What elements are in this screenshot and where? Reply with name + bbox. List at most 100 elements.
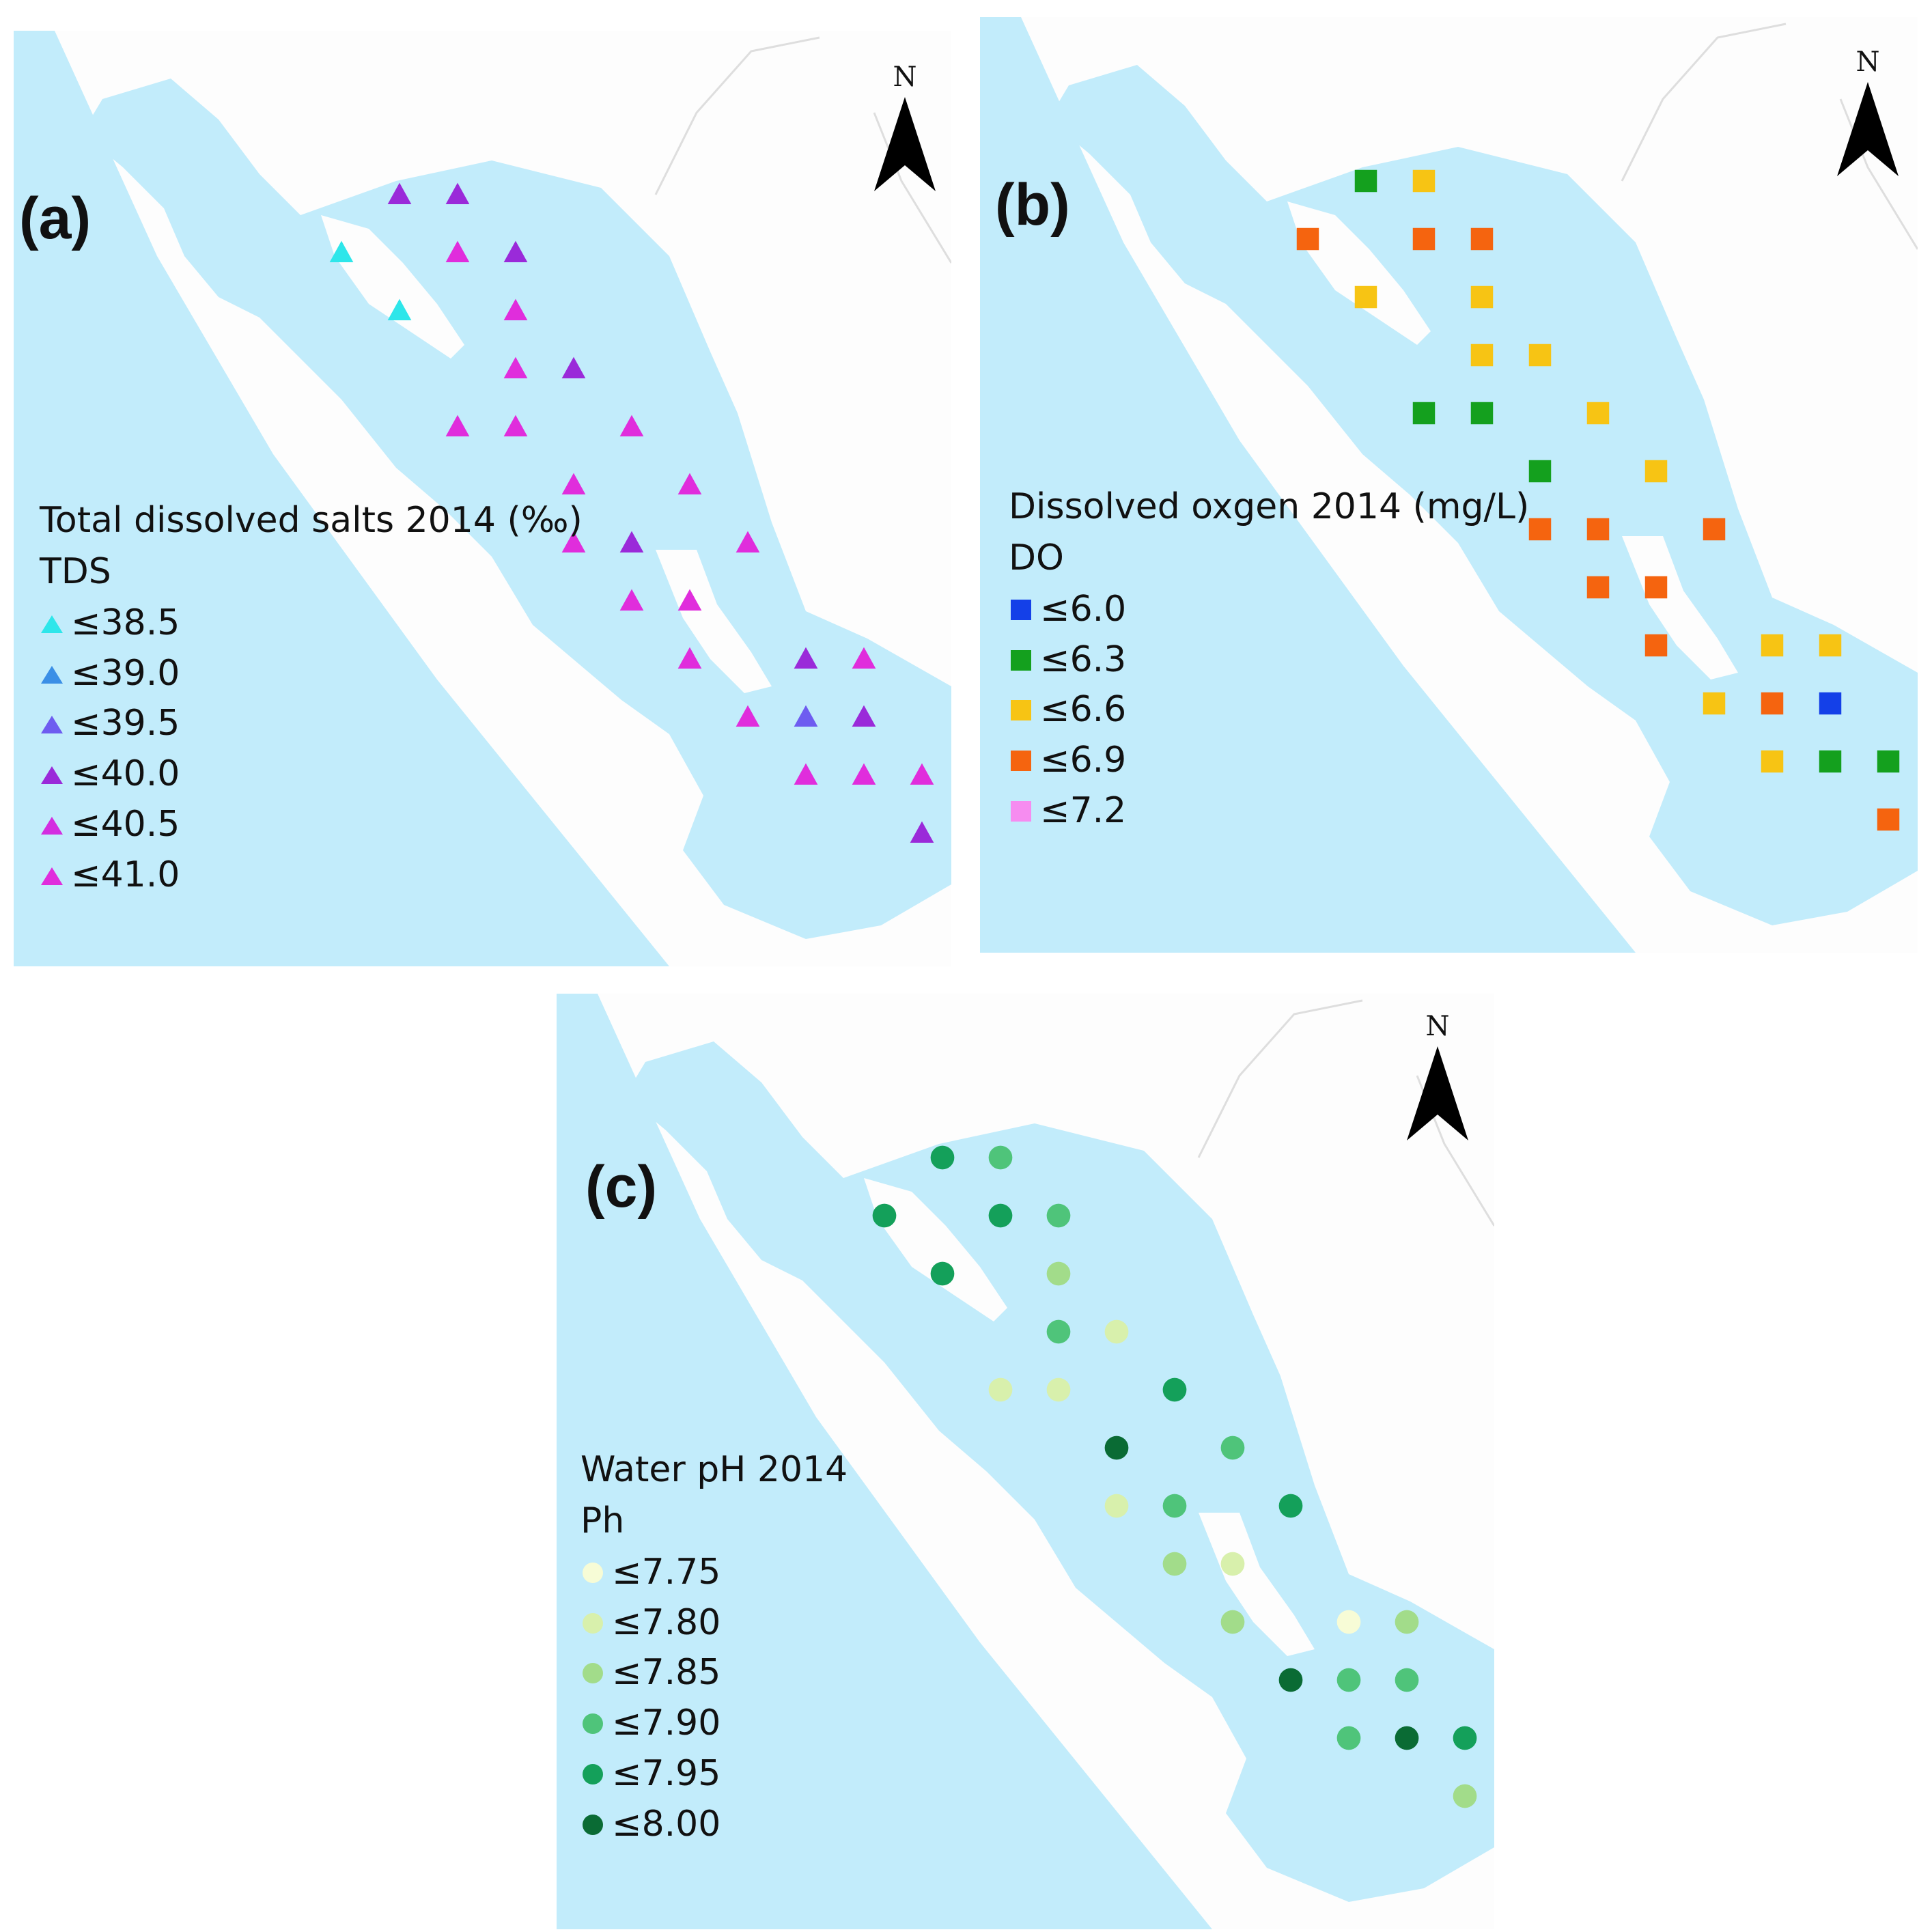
- site-marker: [503, 298, 528, 320]
- legend-item-label: ≤7.95: [612, 1753, 721, 1795]
- legend: Dissolved oxgen 2014 (mg/L) DO ≤6.0≤6.3≤…: [1009, 481, 1529, 837]
- site-marker: [1470, 285, 1494, 309]
- legend-item: ≤6.9: [1009, 736, 1529, 786]
- legend-item: ≤39.5: [40, 699, 583, 749]
- triangle-symbol-icon: [41, 615, 63, 633]
- legend-item-label: ≤7.2: [1040, 790, 1127, 832]
- legend-item: ≤7.85: [580, 1648, 848, 1698]
- site-markers: [329, 182, 934, 843]
- site-marker: [988, 1203, 1013, 1228]
- site-marker: [1336, 1610, 1361, 1634]
- site-marker: [1586, 518, 1610, 541]
- site-marker: [677, 647, 702, 669]
- island-south: [1199, 1513, 1315, 1656]
- site-marker: [1586, 576, 1610, 599]
- triangle-symbol-icon: [41, 766, 63, 785]
- site-marker: [1877, 750, 1900, 773]
- square-symbol-icon: [1011, 649, 1031, 671]
- site-marker: [619, 531, 644, 552]
- legend-item: ≤40.0: [40, 749, 583, 800]
- site-marker: [1453, 1726, 1477, 1750]
- legend-item: ≤39.0: [40, 649, 583, 699]
- north-arrow: N: [1400, 1011, 1475, 1140]
- legend-item-label: ≤7.85: [612, 1652, 721, 1694]
- north-arrow-icon: [1407, 1046, 1468, 1140]
- triangle-symbol-icon: [41, 817, 63, 835]
- legend-item: ≤7.2: [1009, 786, 1529, 837]
- site-marker: [329, 240, 354, 262]
- legend-item: ≤6.3: [1009, 635, 1529, 686]
- site-marker: [988, 1145, 1013, 1170]
- site-marker: [1278, 1494, 1303, 1518]
- panel-label: (b): [995, 172, 1070, 238]
- north-label: N: [1856, 46, 1880, 78]
- site-marker: [1104, 1494, 1129, 1518]
- site-marker: [910, 763, 934, 785]
- legend-item-label: ≤40.0: [71, 753, 180, 795]
- site-marker: [1220, 1436, 1245, 1460]
- site-marker: [1354, 169, 1377, 193]
- site-marker: [387, 182, 412, 204]
- site-marker: [445, 182, 470, 204]
- legend-item: ≤7.80: [580, 1598, 848, 1649]
- site-marker: [1819, 750, 1842, 773]
- site-marker: [872, 1203, 897, 1228]
- site-marker: [1278, 1668, 1303, 1692]
- road: [1621, 23, 1787, 182]
- road: [654, 36, 820, 195]
- site-marker: [1819, 692, 1842, 715]
- site-marker: [1046, 1377, 1071, 1402]
- site-marker: [1586, 402, 1610, 425]
- site-marker: [445, 240, 470, 262]
- site-marker: [1528, 518, 1552, 541]
- site-marker: [1336, 1726, 1361, 1750]
- site-marker: [1046, 1319, 1071, 1344]
- site-marker: [794, 763, 818, 785]
- site-marker: [1528, 460, 1552, 483]
- legend-item: ≤6.0: [1009, 585, 1529, 635]
- north-arrow-icon: [874, 97, 936, 191]
- site-marker: [1528, 344, 1552, 367]
- road: [873, 112, 951, 264]
- island-north: [1287, 201, 1431, 345]
- square-symbol-icon: [1011, 599, 1031, 620]
- site-marker: [930, 1145, 955, 1170]
- legend-item: ≤6.6: [1009, 685, 1529, 736]
- site-marker: [1395, 1610, 1419, 1634]
- north-label: N: [1425, 1011, 1450, 1042]
- site-marker: [1470, 402, 1494, 425]
- lagoon: [1048, 65, 1918, 925]
- site-marker: [1354, 285, 1377, 309]
- sea-west: [14, 31, 669, 966]
- site-marker: [1046, 1203, 1071, 1228]
- legend-title: Water pH 2014: [580, 1449, 848, 1490]
- north-label: N: [893, 61, 917, 93]
- circle-symbol-icon: [583, 1663, 603, 1684]
- site-marker: [619, 415, 644, 436]
- site-marker: [1644, 576, 1668, 599]
- road: [1839, 98, 1918, 250]
- road: [1197, 999, 1363, 1158]
- site-marker: [1470, 227, 1494, 251]
- legend: Water pH 2014 Ph ≤7.75≤7.80≤7.85≤7.90≤7.…: [580, 1444, 848, 1850]
- legend-item-label: ≤6.6: [1040, 689, 1127, 731]
- legend-subtitle: TDS: [40, 551, 111, 593]
- panel-label: (c): [585, 1154, 658, 1220]
- site-markers: [1296, 169, 1900, 831]
- site-marker: [1470, 344, 1494, 367]
- basemap: [557, 994, 1494, 1929]
- legend-item: ≤7.75: [580, 1548, 848, 1598]
- site-marker: [1104, 1436, 1129, 1460]
- site-marker: [1877, 808, 1900, 831]
- site-marker: [988, 1377, 1013, 1402]
- site-marker: [387, 298, 412, 320]
- site-marker: [736, 531, 760, 552]
- legend-item-label: ≤6.0: [1040, 588, 1127, 630]
- site-marker: [1395, 1668, 1419, 1692]
- legend-item-label: ≤6.9: [1040, 740, 1127, 781]
- sea-west: [980, 17, 1636, 953]
- legend-item: ≤7.90: [580, 1698, 848, 1749]
- site-marker: [794, 705, 818, 727]
- site-markers: [872, 1145, 1477, 1808]
- legend-item: ≤7.95: [580, 1749, 848, 1800]
